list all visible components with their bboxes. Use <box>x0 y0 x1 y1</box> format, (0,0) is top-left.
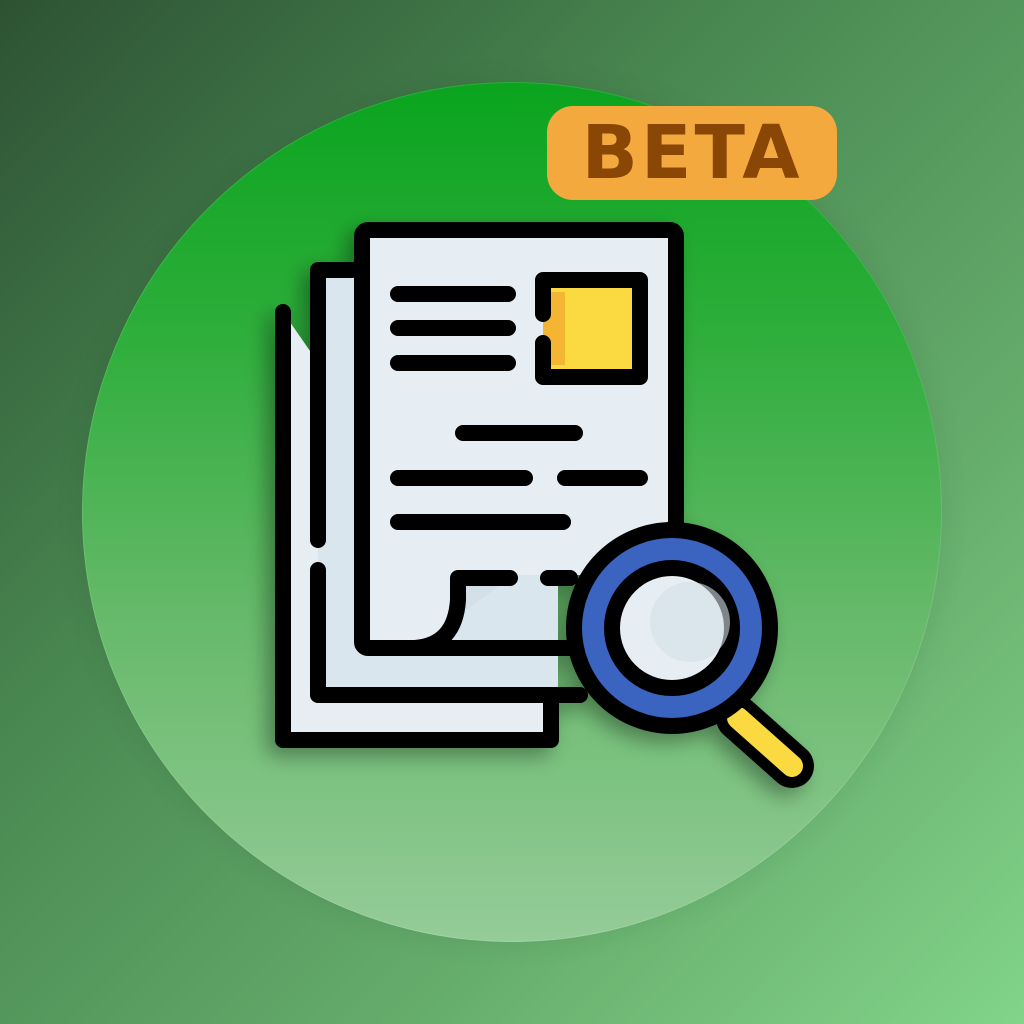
text-lines <box>390 286 648 530</box>
beta-badge: BETA <box>547 106 837 200</box>
beta-label: BETA <box>581 110 803 196</box>
magnifier <box>566 522 814 788</box>
image-placeholder <box>535 272 648 385</box>
